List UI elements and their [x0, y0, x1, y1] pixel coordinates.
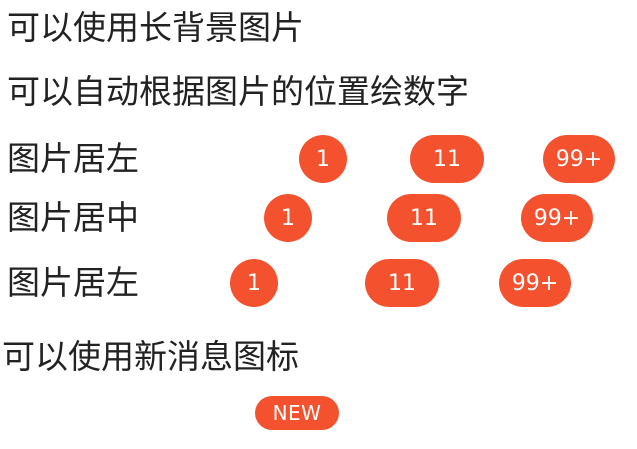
badge-count-1: 1 — [264, 194, 312, 242]
badge-count-11: 11 — [410, 135, 484, 183]
badge-count-1: 1 — [299, 135, 347, 183]
row-label-left-2: 图片居左 — [7, 263, 139, 302]
new-icon-note: 可以使用新消息图标 — [2, 337, 299, 376]
badge-count-11: 11 — [387, 194, 461, 242]
new-message-badge: NEW — [255, 396, 339, 430]
auto-number-note: 可以自动根据图片的位置绘数字 — [7, 72, 469, 111]
badge-count-11: 11 — [365, 259, 439, 307]
row-label-left: 图片居左 — [7, 139, 139, 178]
badge-count-99plus: 99+ — [499, 259, 571, 307]
long-background-note: 可以使用长背景图片 — [7, 8, 304, 47]
badge-count-99plus: 99+ — [521, 194, 593, 242]
row-label-center: 图片居中 — [7, 198, 139, 237]
badge-count-99plus: 99+ — [543, 135, 615, 183]
badge-count-1: 1 — [230, 259, 278, 307]
